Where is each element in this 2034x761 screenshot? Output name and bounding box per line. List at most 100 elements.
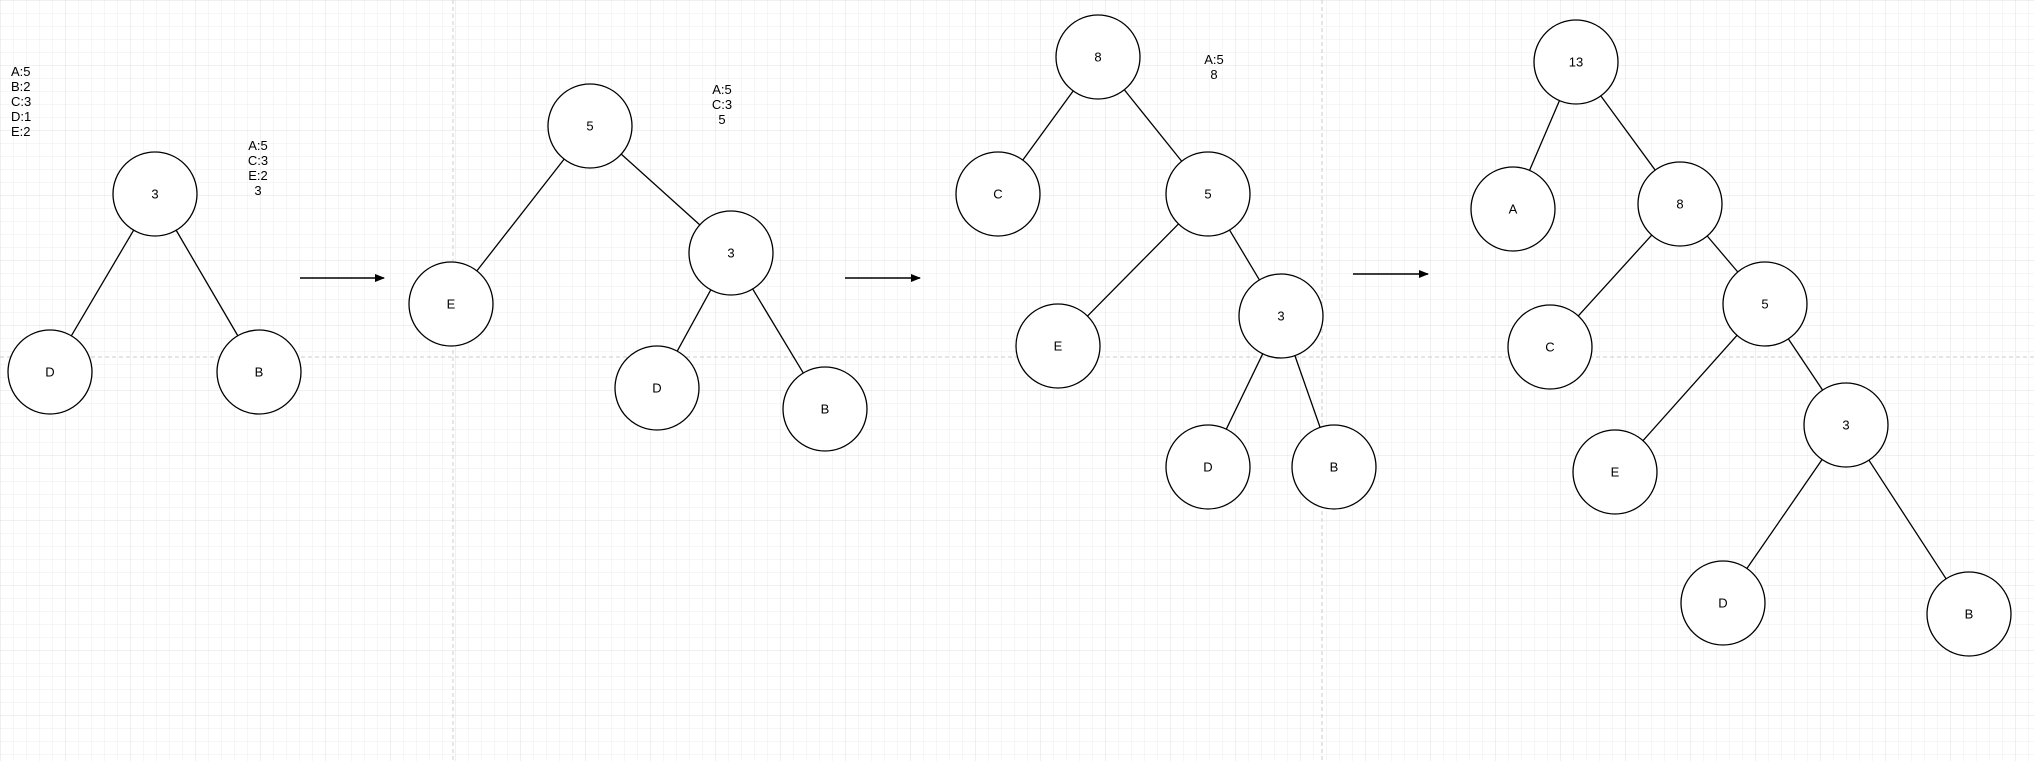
tree-node: B bbox=[1291, 424, 1377, 510]
node-label: 5 bbox=[1761, 297, 1768, 312]
note-line: A:5 bbox=[248, 138, 268, 153]
tree-node: 8 bbox=[1637, 161, 1723, 247]
node-label: E bbox=[1054, 339, 1063, 354]
tree-edge bbox=[620, 153, 701, 226]
node-circle bbox=[7, 329, 93, 415]
node-circle bbox=[688, 210, 774, 296]
node-circle bbox=[1722, 261, 1808, 347]
tree-node: B bbox=[782, 366, 868, 452]
note-line: A:5 bbox=[712, 82, 732, 97]
tree-node: 5 bbox=[1722, 261, 1808, 347]
node-circle bbox=[1572, 429, 1658, 515]
node-label: C bbox=[993, 187, 1002, 202]
note-line: C:3 bbox=[11, 94, 31, 109]
tree-edge bbox=[1868, 459, 1947, 580]
tree-node: 3 bbox=[1238, 273, 1324, 359]
node-circle bbox=[1055, 14, 1141, 100]
node-label: E bbox=[447, 297, 456, 312]
tree-edge bbox=[1294, 355, 1321, 428]
tree-node: D bbox=[1165, 424, 1251, 510]
note-line: 3 bbox=[254, 183, 261, 198]
tree-4: 13A 8C 5E 3D B bbox=[1470, 19, 2012, 657]
node-label: D bbox=[1718, 596, 1727, 611]
tree-edge bbox=[1746, 459, 1823, 569]
note-line: E:2 bbox=[248, 168, 268, 183]
tree-node: B bbox=[1926, 571, 2012, 657]
tree-edge bbox=[1787, 338, 1824, 391]
node-label: 3 bbox=[1842, 418, 1849, 433]
node-circle bbox=[547, 83, 633, 169]
tree-node: 8 bbox=[1055, 14, 1141, 100]
node-label: D bbox=[652, 381, 661, 396]
tree-node: E bbox=[408, 261, 494, 347]
tree-edge bbox=[676, 289, 712, 352]
node-circle bbox=[1680, 560, 1766, 646]
tree-node: 3 bbox=[1803, 382, 1889, 468]
tree-edge bbox=[1642, 334, 1738, 442]
tree-node: D bbox=[7, 329, 93, 415]
node-circle bbox=[1803, 382, 1889, 468]
tree-edge bbox=[1123, 89, 1183, 162]
node-label: D bbox=[1203, 460, 1212, 475]
node-circle bbox=[408, 261, 494, 347]
node-label: 5 bbox=[586, 119, 593, 134]
tree-edge bbox=[1229, 229, 1260, 281]
node-label: B bbox=[1965, 607, 1974, 622]
node-circle bbox=[1507, 304, 1593, 390]
note-line: 8 bbox=[1210, 67, 1217, 82]
tree-edge bbox=[1577, 234, 1653, 317]
node-label: B bbox=[821, 402, 830, 417]
tree-edge bbox=[1225, 353, 1264, 430]
node-label: 3 bbox=[1277, 309, 1284, 324]
tree-node: D bbox=[614, 345, 700, 431]
node-circle bbox=[1470, 166, 1556, 252]
tree-node: E bbox=[1572, 429, 1658, 515]
tree-node: B bbox=[216, 329, 302, 415]
node-circle bbox=[614, 345, 700, 431]
tree-edge bbox=[1706, 235, 1739, 273]
note-line: C:3 bbox=[712, 97, 732, 112]
node-circle bbox=[1533, 19, 1619, 105]
node-circle bbox=[1637, 161, 1723, 247]
node-circle bbox=[955, 151, 1041, 237]
tree-edge bbox=[175, 229, 239, 337]
node-label: C bbox=[1545, 340, 1554, 355]
node-label: E bbox=[1611, 465, 1620, 480]
tree-node: 3 bbox=[112, 151, 198, 237]
tree-node: C bbox=[1507, 304, 1593, 390]
tree-node: 5 bbox=[547, 83, 633, 169]
note-line: A:5 bbox=[1204, 52, 1224, 67]
node-circle bbox=[1926, 571, 2012, 657]
node-label: B bbox=[255, 365, 264, 380]
node-label: 3 bbox=[727, 246, 734, 261]
node-label: 8 bbox=[1676, 197, 1683, 212]
tree-node: E bbox=[1015, 303, 1101, 389]
tree-edge bbox=[1528, 100, 1561, 171]
node-label: A bbox=[1509, 202, 1518, 217]
tree-edge bbox=[752, 288, 804, 374]
tree-node: D bbox=[1680, 560, 1766, 646]
tree-edge bbox=[476, 158, 565, 272]
tree-node: C bbox=[955, 151, 1041, 237]
node-circle bbox=[1015, 303, 1101, 389]
node-label: 13 bbox=[1569, 55, 1583, 70]
node-label: B bbox=[1330, 460, 1339, 475]
tree-node: A bbox=[1470, 166, 1556, 252]
node-label: 8 bbox=[1094, 50, 1101, 65]
tree-1: 3D B bbox=[7, 151, 302, 415]
tree-edge bbox=[1087, 223, 1179, 317]
tree-edge bbox=[70, 229, 135, 337]
note-line: A:5 bbox=[11, 64, 31, 79]
note-line: B:2 bbox=[11, 79, 31, 94]
tree-edge bbox=[1022, 90, 1074, 161]
node-label: 3 bbox=[151, 187, 158, 202]
tree-node: 13 bbox=[1533, 19, 1619, 105]
note-line: 5 bbox=[718, 112, 725, 127]
note-line: E:2 bbox=[11, 124, 31, 139]
